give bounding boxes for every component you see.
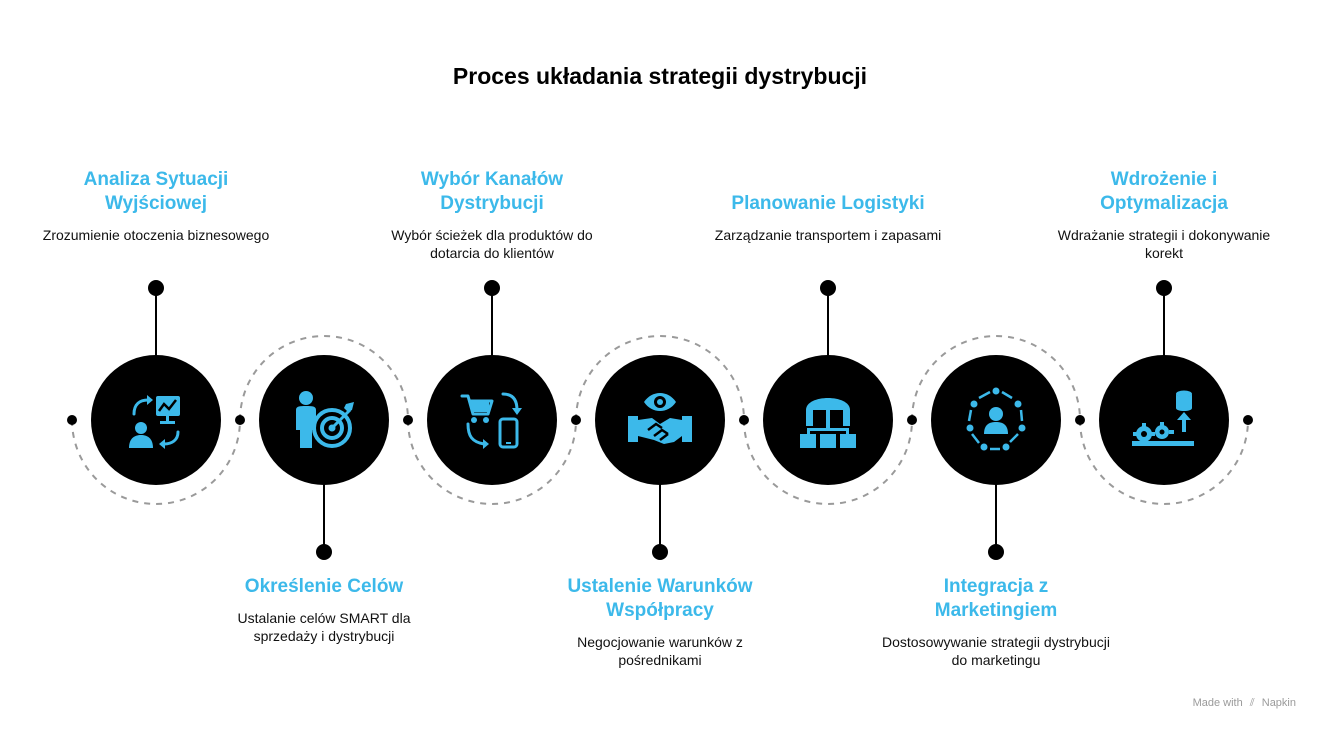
junction-dot [67, 415, 77, 425]
connector-dot [316, 544, 332, 560]
junction-dot [571, 415, 581, 425]
connector-dot [1156, 280, 1172, 296]
step-heading: Analiza Sytuacji Wyjściowej [83, 169, 229, 214]
step-heading: Określenie Celów [244, 576, 404, 597]
connector-dot [820, 280, 836, 296]
junction-dot [1075, 415, 1085, 425]
step-label-6: Integracja z Marketingiem Dostosowywanie… [881, 575, 1111, 669]
step-label-2: Określenie Celów Ustalanie celów SMART d… [209, 575, 439, 645]
connector-dot [148, 280, 164, 296]
gears-database-icon [1128, 384, 1200, 456]
handshake-eye-icon [624, 384, 696, 456]
dashed-arc [1079, 419, 1249, 505]
step-label-7: Wdrożenie i Optymalizacja Wdrażanie stra… [1049, 168, 1279, 262]
step-heading: Wdrożenie i Optymalizacja [1100, 169, 1228, 214]
step-description: Negocjowanie warunków z pośrednikami [577, 634, 743, 668]
dashed-arc [743, 419, 913, 505]
dashed-arc [71, 419, 241, 505]
step-heading: Planowanie Logistyki [731, 193, 925, 214]
connector-dot [988, 544, 1004, 560]
watermark-text: Made with [1192, 697, 1243, 709]
junction-dot [739, 415, 749, 425]
step-description: Dostosowywanie strategii dystrybucji do … [882, 634, 1110, 668]
junction-dot [1243, 415, 1253, 425]
watermark-brand: Napkin [1261, 697, 1296, 709]
step-circle [427, 355, 557, 485]
cart-phone-icon [456, 384, 528, 456]
step-description: Wybór ścieżek dla produktów do dotarcia … [391, 227, 593, 261]
step-circle [1099, 355, 1229, 485]
target-person-icon [288, 384, 360, 456]
step-label-3: Wybór Kanałów Dystrybucji Wybór ścieżek … [377, 168, 607, 262]
step-heading: Integracja z Marketingiem [934, 576, 1058, 621]
step-circle [91, 355, 221, 485]
analysis-presentation-icon [120, 384, 192, 456]
dashed-arc [911, 335, 1081, 421]
step-description: Zarządzanie transportem i zapasami [714, 227, 942, 243]
junction-dot [907, 415, 917, 425]
step-description: Zrozumienie otoczenia biznesowego [42, 227, 270, 243]
napkin-logo-icon: ⫽ [1249, 697, 1255, 709]
step-heading: Ustalenie Warunków Współpracy [567, 576, 753, 621]
connector-dot [484, 280, 500, 296]
step-description: Wdrażanie strategii i dokonywanie korekt [1057, 227, 1271, 261]
dashed-arc [575, 335, 745, 421]
people-cycle-icon [960, 384, 1032, 456]
page-title: Proces układania strategii dystrybucji [452, 63, 868, 89]
dashed-arc [239, 335, 409, 421]
junction-dot [403, 415, 413, 425]
step-label-4: Ustalenie Warunków Współpracy Negocjowan… [545, 575, 775, 669]
step-label-5: Planowanie Logistyki Zarządzanie transpo… [713, 192, 943, 244]
dashed-arc [407, 419, 577, 505]
step-description: Ustalanie celów SMART dla sprzedaży i dy… [237, 610, 411, 644]
watermark: Made with ⫽ Napkin [1193, 697, 1296, 710]
step-heading: Wybór Kanałów Dystrybucji [420, 169, 564, 214]
step-label-1: Analiza Sytuacji Wyjściowej Zrozumienie … [41, 168, 271, 244]
step-circle [595, 355, 725, 485]
warehouse-network-icon [792, 384, 864, 456]
junction-dot [235, 415, 245, 425]
connector-dot [652, 544, 668, 560]
